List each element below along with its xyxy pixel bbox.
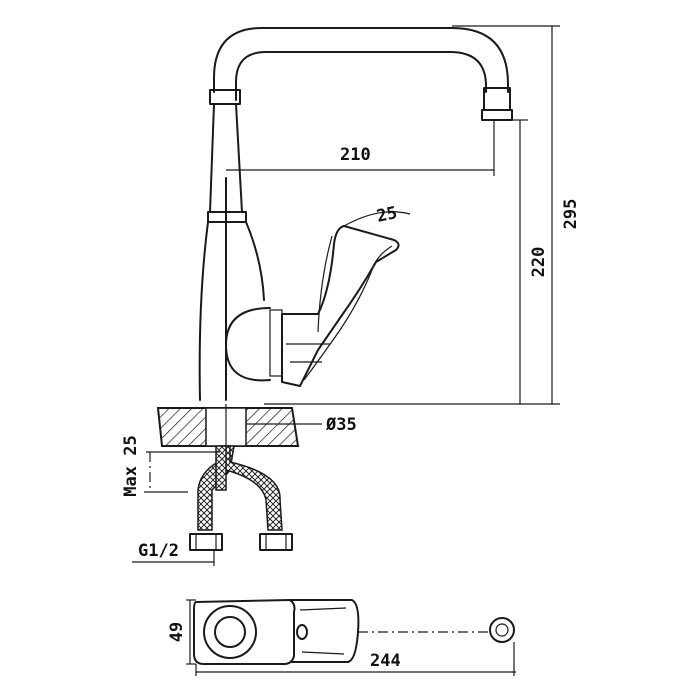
spout-end (489, 617, 515, 643)
top-cartridge-outer (203, 605, 257, 659)
dim-hose-drop: Max 25 (121, 435, 141, 496)
spout-inner (235, 51, 487, 101)
dim-base-width: 49 (167, 622, 187, 642)
dim-base-diameter: Ø35 (325, 415, 357, 435)
cartridge-ring (269, 309, 283, 377)
cartridge-housing (225, 307, 271, 382)
faucet-top-view (193, 599, 515, 665)
faucet-side-view (159, 27, 513, 409)
dimension-lines (132, 25, 560, 676)
lever-handle (281, 225, 400, 387)
dim-spout-reach: 210 (340, 145, 371, 165)
dim-total-height: 295 (561, 199, 581, 230)
top-lever-slot (296, 624, 308, 640)
nut-left (189, 533, 223, 551)
dim-spout-height: 220 (529, 247, 549, 278)
threaded-rod (215, 445, 227, 491)
lever-angle-arc (343, 211, 411, 227)
aerator (483, 87, 511, 111)
nut-right (259, 533, 293, 551)
supply-hoses (189, 445, 293, 551)
spout-outer (213, 27, 509, 93)
top-body (193, 599, 296, 665)
dim-thread: G1/2 (138, 541, 179, 561)
spout-collar (209, 89, 241, 105)
dim-lever-angle: 25 (375, 203, 399, 227)
top-cartridge-inner (214, 616, 246, 648)
aerator-tip (481, 109, 513, 121)
dim-total-length: 244 (370, 651, 401, 671)
faucet-body (198, 221, 265, 401)
hose-right (217, 445, 283, 531)
